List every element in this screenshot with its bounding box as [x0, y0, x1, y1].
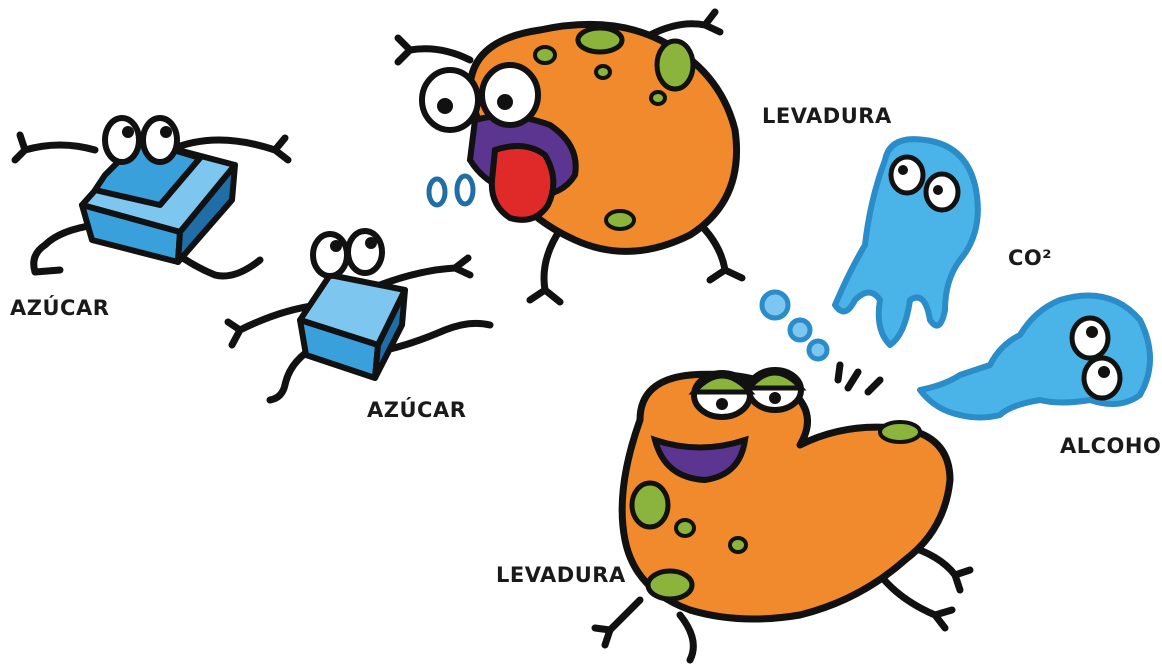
label-sugar-2: AZÚCAR [367, 398, 466, 422]
label-sugar-1: AZÚCAR [10, 296, 109, 320]
label-alcohol: ALCOHOL [1060, 434, 1162, 458]
label-yeast-1: LEVADURA [762, 104, 892, 128]
yeast-blob-character-icon [595, 370, 970, 660]
co2-ghost-character-icon [835, 139, 978, 345]
burst-lines-icon [838, 365, 880, 392]
label-yeast-2: LEVADURA [496, 563, 626, 587]
alcohol-ghost-character-icon [920, 296, 1150, 418]
sugar-cube-character-icon [228, 231, 490, 400]
label-co2: CO² [1008, 246, 1052, 270]
sugar-cube-character-icon [15, 118, 288, 276]
co2-bubbles-icon [762, 292, 827, 359]
yeast-blob-character-icon [398, 12, 742, 302]
